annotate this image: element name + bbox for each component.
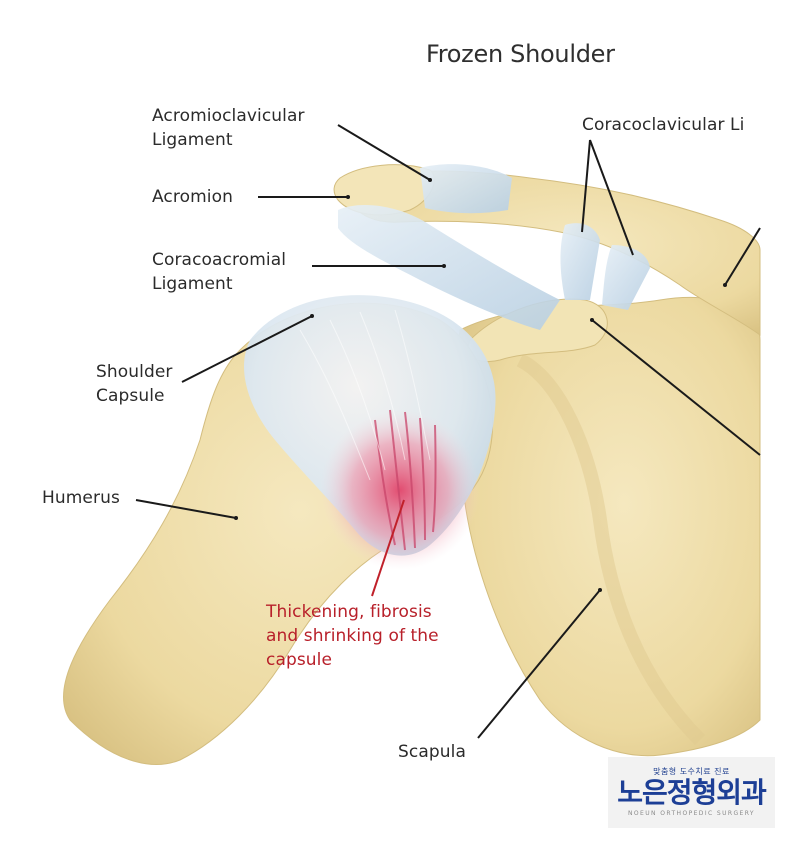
acromioclavicular-ligament xyxy=(420,164,512,214)
leader-pathology xyxy=(371,499,405,597)
label-acromioclavicular-line2: Ligament xyxy=(152,130,233,150)
leader-humerus xyxy=(135,499,237,519)
clinic-name: 노은정형외과 xyxy=(617,776,767,809)
label-pathology-line3: capsule xyxy=(266,650,333,670)
label-shoulder-capsule-line2: Capsule xyxy=(96,386,165,406)
leader-scapula xyxy=(477,589,601,739)
leader-coracoclavicular-a xyxy=(581,139,591,233)
scapula-shape xyxy=(456,296,761,757)
label-shoulder-capsule-line1: Shoulder xyxy=(96,362,173,382)
label-acromioclavicular-line1: Acromioclavicular xyxy=(152,106,305,126)
label-coracoacromial-line2: Ligament xyxy=(152,274,233,294)
coracoclavicular-ligament-1 xyxy=(560,223,600,300)
leader-coracoclavicular-b xyxy=(589,139,634,256)
label-scapula: Scapula xyxy=(398,742,466,762)
label-coracoclavicular: Coracoclavicular Li xyxy=(582,115,745,135)
coracoclavicular-ligament-2 xyxy=(602,245,650,310)
label-pathology-line2: and shrinking of the xyxy=(266,626,439,646)
clinic-english-name: NOEUN ORTHOPEDIC SURGERY xyxy=(628,810,755,817)
label-pathology-line1: Thickening, fibrosis xyxy=(266,602,432,622)
leader-acromioclavicular xyxy=(337,124,431,181)
diagram-title: Frozen Shoulder xyxy=(426,40,615,68)
label-humerus: Humerus xyxy=(42,488,120,508)
leader-clavicle-right xyxy=(724,227,761,286)
acromion-shape xyxy=(333,164,435,216)
label-acromion: Acromion xyxy=(152,187,233,207)
clinic-watermark: 맞춤형 도수치료 진료 노은정형외과 NOEUN ORTHOPEDIC SURG… xyxy=(608,757,775,828)
label-coracoacromial-line1: Coracoacromial xyxy=(152,250,287,270)
leader-shoulder-capsule xyxy=(181,315,313,383)
clinic-tagline: 맞춤형 도수치료 진료 xyxy=(653,767,730,776)
coracoacromial-ligament xyxy=(338,205,560,330)
leader-coracoid-right xyxy=(591,319,761,456)
